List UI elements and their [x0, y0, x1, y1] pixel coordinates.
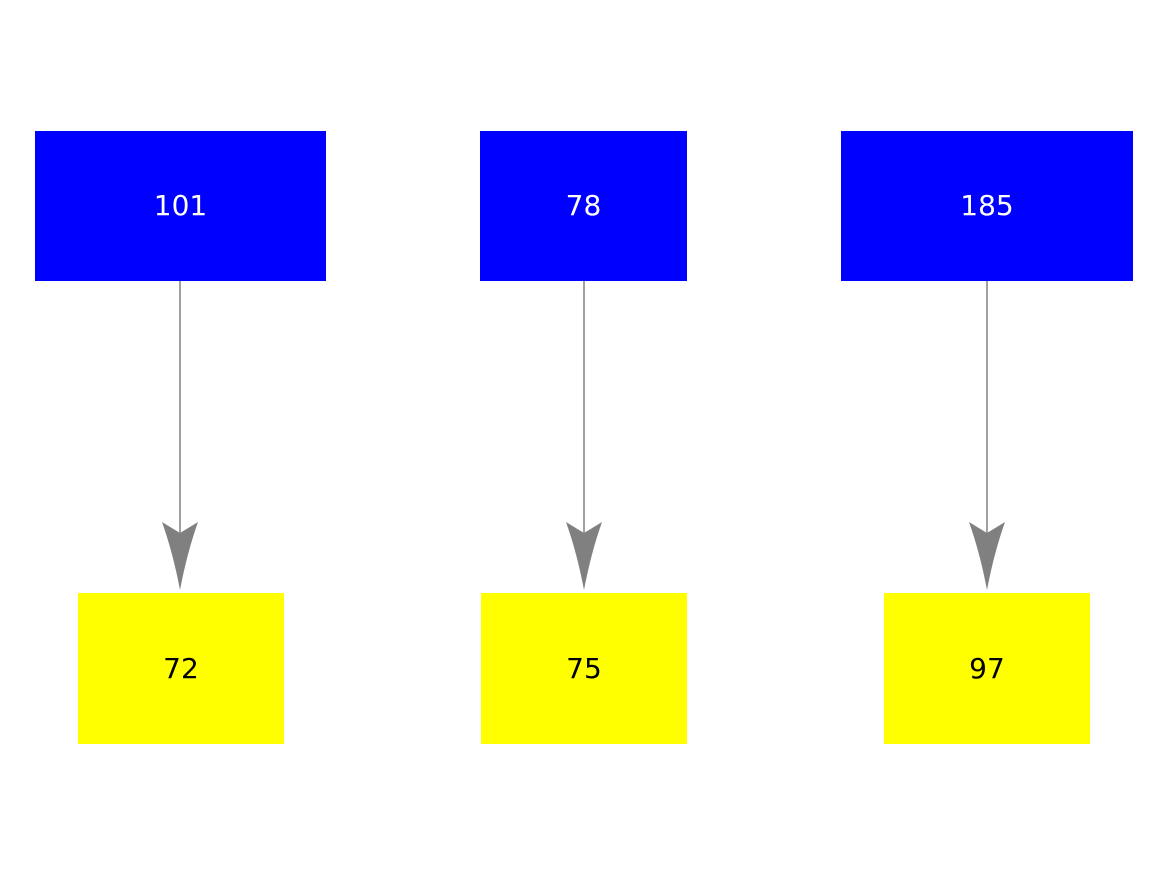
target-node: 72 [78, 593, 284, 744]
target-node: 75 [481, 593, 687, 744]
edge-arrow-down-icon [969, 281, 1005, 590]
source-node: 185 [841, 131, 1133, 281]
target-node: 97 [884, 593, 1090, 744]
edge-arrow-down-icon [566, 281, 602, 590]
source-node: 78 [480, 131, 687, 281]
edge-arrow-down-icon [162, 281, 198, 590]
source-node: 101 [35, 131, 326, 281]
